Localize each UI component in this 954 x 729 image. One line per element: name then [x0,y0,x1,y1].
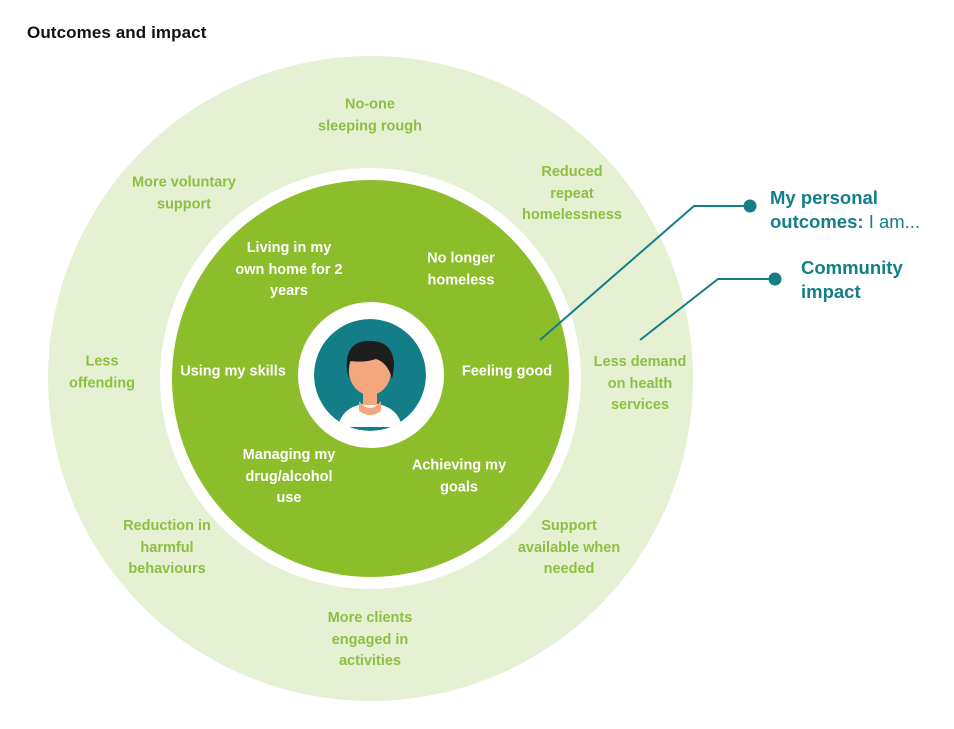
community-connector-line [639,278,775,341]
legend-personal-label: My personal outcomes: [770,187,878,232]
page-title: Outcomes and impact [27,23,207,42]
person-avatar-icon [314,319,426,431]
personal-connector-dot [743,199,757,213]
community-label-reduction-harmful-behaviours: Reduction in harmful behaviours [123,517,211,577]
personal-label-using-my-skills: Using my skills [180,363,286,380]
personal-connector-line [539,205,750,341]
legend-personal-outcomes: My personal outcomes: I am... [770,186,920,234]
community-label-reduced-repeat-homelessness: Reduced repeat homelessness [522,163,622,223]
personal-label-feeling-good: Feeling good [461,363,553,380]
community-label-no-one-sleeping-rough: No-one sleeping rough [318,96,422,135]
personal-label-no-longer-homeless: No longer homeless [427,250,495,289]
community-label-more-clients-engaged: More clients engaged in activities [327,609,413,669]
community-connector-dot [768,272,782,286]
community-label-less-demand-health: Less demand on health services [593,353,687,413]
personal-label-living-in-own-home: Living in my own home for 2 years [235,239,343,299]
personal-label-achieving-my-goals: Achieving my goals [411,457,507,496]
personal-label-managing-drug-alcohol-use: Managing my drug/alcohol use [242,446,336,506]
legend-personal-suffix: I am... [868,211,921,232]
avatar-hair [346,340,394,379]
community-label-more-voluntary-support: More voluntary support [132,174,236,213]
community-label-less-offending: Less offending [68,353,136,392]
legend-community-impact: Community impact [801,257,903,302]
community-label-support-available: Support available when needed [517,517,621,577]
